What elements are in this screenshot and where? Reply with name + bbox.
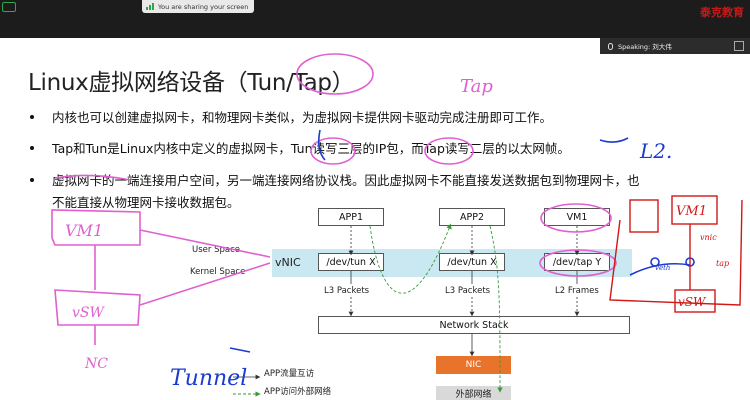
screen-share-status[interactable]: You are sharing your screen: [142, 0, 255, 13]
user-space-label: User Space: [192, 245, 240, 255]
vnic-label: vNIC: [275, 256, 301, 269]
bullet-text: 虚拟网卡的一端连接用户空间，另一端连接网络协议栈。因此虚拟网卡不能直接发送数据包…: [52, 173, 640, 188]
kernel-space-label: Kernel Space: [190, 267, 246, 277]
dev-tun-x-box: /dev/tun X: [318, 253, 384, 271]
meeting-top-bar: You are sharing your screen 泰克教育: [0, 0, 750, 38]
app2-box: APP2: [439, 208, 505, 226]
bullet-text-continuation: 不能直接从物理网卡接收数据包。: [52, 195, 240, 210]
app1-box: APP1: [318, 208, 384, 226]
legend-external-label: APP访问外部网络: [264, 387, 332, 397]
tun-tap-diagram: User Space Kernel Space vNIC APP1 APP2 V…: [0, 200, 750, 400]
microphone-icon: [608, 42, 613, 50]
nic-box: NIC: [436, 356, 511, 374]
speaker-name: Speaking: 刘大伟: [618, 43, 672, 51]
active-speaker-badge: Speaking: 刘大伟: [600, 38, 750, 54]
signal-icon: [146, 3, 154, 10]
dev-tap-y-box: /dev/tap Y: [544, 253, 610, 271]
l2-frames-label: L2 Frames: [555, 286, 599, 296]
external-network-box: 外部网络: [436, 386, 511, 400]
brand-logo: 泰克教育: [700, 6, 744, 19]
bullet-dot: [30, 146, 34, 150]
slide-title: Linux虚拟网络设备（Tun/Tap）: [28, 70, 355, 96]
bullet-dot: [30, 178, 34, 182]
screen-share-icon[interactable]: [2, 2, 16, 12]
handwritten-l2: L2.: [639, 139, 672, 163]
legend-local-label: APP流量互访: [264, 369, 315, 379]
bullet-text: 内核也可以创建虚拟网卡，和物理网卡类似，为虚拟网卡提供网卡驱动完成注册即可工作。: [52, 110, 553, 125]
network-stack-box: Network Stack: [318, 316, 630, 334]
l3-packets-label: L3 Packets: [324, 286, 370, 296]
expand-icon[interactable]: [734, 41, 744, 51]
handwritten-tap: Tap: [460, 76, 493, 97]
l3-packets-label: L3 Packets: [445, 286, 491, 296]
bullet-dot: [30, 115, 34, 119]
dev-tun-x-box: /dev/tun X: [439, 253, 505, 271]
vm1-box: VM1: [544, 208, 610, 226]
share-status-text: You are sharing your screen: [158, 2, 249, 11]
bullet-text: Tap和Tun是Linux内核中定义的虚拟网卡，Tun读写三层的IP包，而Tap…: [52, 141, 570, 156]
